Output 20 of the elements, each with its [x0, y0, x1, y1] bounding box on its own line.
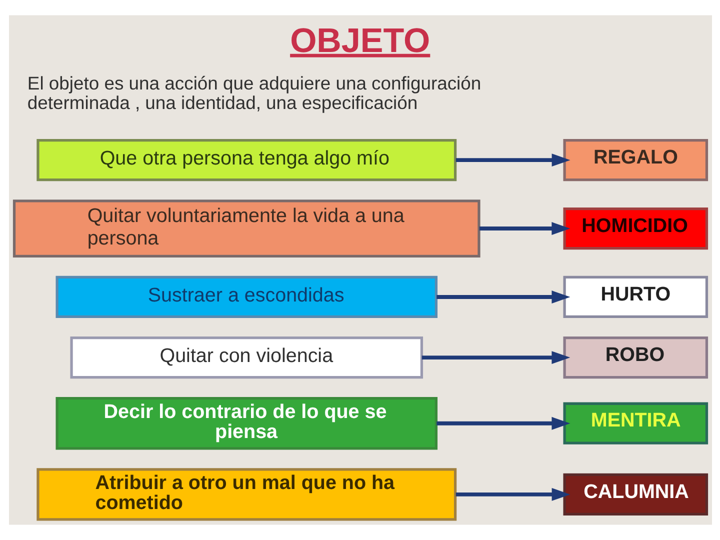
node-box: REGALO	[562, 139, 708, 182]
node-box: ROBO	[562, 336, 708, 379]
diagram-title: OBJETO	[290, 22, 430, 60]
node-box: HOMICIDIO	[562, 207, 708, 250]
arrow	[421, 351, 570, 364]
label: El objeto es una acción que adquiere una configuración determinada , una identidad, una especificación	[26, 72, 481, 113]
node-box: Quitar con violencia	[70, 336, 423, 379]
arrow	[436, 416, 570, 430]
arrow	[478, 222, 570, 235]
node-box: Atribuir a otro un mal que no ha cometido	[36, 468, 456, 521]
node-box: CALUMNIA	[562, 473, 708, 516]
node-box: MENTIRA	[562, 402, 708, 444]
arrow	[436, 290, 570, 304]
arrow	[455, 488, 570, 501]
node-box: Que otra persona tenga algo mío	[36, 139, 456, 182]
node-box: Decir lo contrario de lo que se piensa	[55, 397, 438, 450]
node-box: HURTO	[562, 276, 708, 318]
node-box: Sustraer a escondidas	[55, 276, 438, 318]
node-box: Quitar voluntariamente la vida a una persona	[12, 200, 480, 258]
arrow	[455, 154, 570, 167]
